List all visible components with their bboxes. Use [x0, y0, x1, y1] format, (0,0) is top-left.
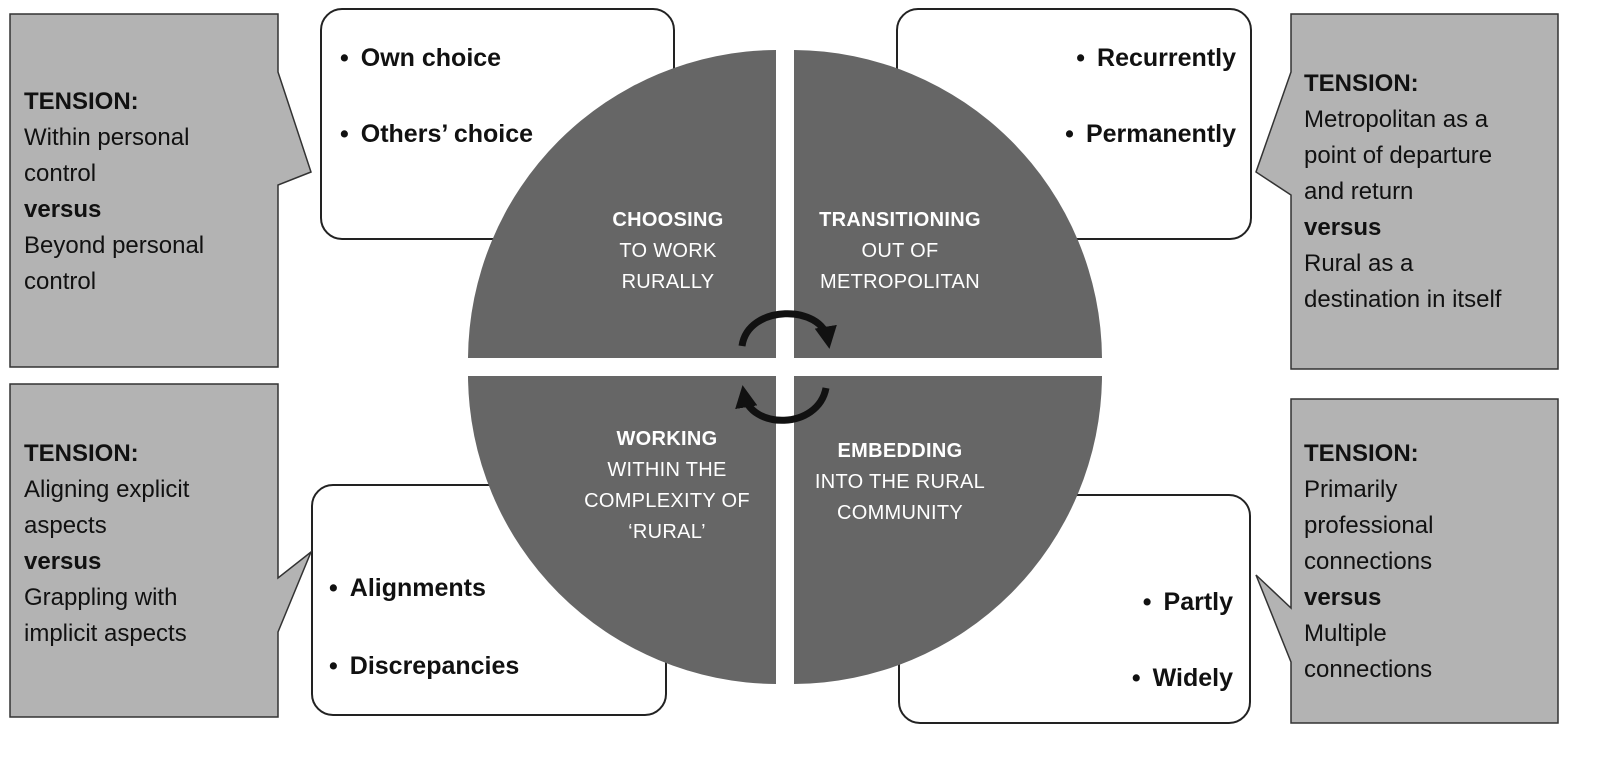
tension-heading: TENSION:: [1304, 440, 1419, 467]
tension-versus: versus: [24, 548, 102, 575]
tension-line: professional: [1304, 512, 1434, 539]
tension-heading: TENSION:: [1304, 70, 1419, 97]
quadrant-title-embedding: EMBEDDING: [837, 440, 963, 462]
quadrant-transitioning: [794, 50, 1102, 358]
quadrant-label-embedding: EMBEDDING INTO THE RURAL COMMUNITY: [800, 436, 1000, 529]
tension-line: connections: [1304, 548, 1433, 575]
tension-line: Beyond personal: [24, 232, 205, 259]
cycle-arrow-bottom-icon: [735, 385, 830, 424]
quadrant-line: COMMUNITY: [836, 502, 964, 524]
tension-line: Multiple: [1304, 620, 1387, 647]
quadrant-line: METROPOLITAN: [820, 271, 980, 293]
tension-line: Rural as a: [1304, 250, 1414, 277]
quadrant-line: WITHIN THE: [607, 459, 727, 481]
option-others-choice: Others’ choice: [340, 120, 533, 149]
quadrant-line: COMPLEXITY OF: [584, 490, 750, 512]
option-recurrently: Recurrently: [1076, 44, 1236, 73]
tension-versus: versus: [1304, 214, 1382, 241]
option-own-choice: Own choice: [340, 44, 501, 73]
tension-line: Metropolitan as a: [1304, 106, 1489, 133]
tension-line: Grappling with: [24, 584, 178, 611]
option-widely: Widely: [1132, 664, 1233, 693]
tension-line: Within personal: [24, 124, 190, 151]
tension-text-embedding: TENSION: Primarily professional connecti…: [1304, 436, 1556, 688]
quadrant-title-transitioning: TRANSITIONING: [819, 209, 981, 231]
quadrant-title-working: WORKING: [616, 428, 718, 450]
tension-line: aspects: [24, 512, 107, 539]
quadrant-choosing: [468, 50, 776, 358]
tension-text-choosing: TENSION: Within personal control versus …: [24, 84, 274, 300]
tension-versus: versus: [1304, 584, 1382, 611]
tension-line: Primarily: [1304, 476, 1398, 503]
tension-line: control: [24, 160, 97, 187]
quadrant-line: TO WORK: [619, 240, 717, 262]
tension-line: control: [24, 268, 97, 295]
tension-line: Aligning explicit: [24, 476, 190, 503]
quadrant-line: RURALLY: [621, 271, 715, 293]
quadrant-embedding: [794, 376, 1102, 684]
quadrant-label-working: WORKING WITHIN THE COMPLEXITY OF ‘RURAL’: [572, 424, 762, 548]
quadrant-line: OUT OF: [861, 240, 939, 262]
tension-line: and return: [1304, 178, 1414, 205]
option-alignments: Alignments: [329, 574, 486, 603]
tension-callout-working: [9, 383, 313, 718]
tension-heading: TENSION:: [24, 440, 139, 467]
tension-heading: TENSION:: [24, 88, 139, 115]
quadrant-label-choosing: CHOOSING TO WORK RURALLY: [578, 205, 758, 298]
quadrant-label-transitioning: TRANSITIONING OUT OF METROPOLITAN: [800, 205, 1000, 298]
tension-callout-embedding: [1255, 398, 1559, 724]
tension-versus: versus: [24, 196, 102, 223]
quadrant-title-choosing: CHOOSING: [612, 209, 724, 231]
quadrant-working: [468, 376, 776, 684]
tension-text-transitioning: TENSION: Metropolitan as a point of depa…: [1304, 66, 1556, 318]
quadrant-line: INTO THE RURAL: [814, 471, 986, 493]
option-partly: Partly: [1143, 588, 1233, 617]
tension-line: destination in itself: [1304, 286, 1502, 313]
tension-line: implicit aspects: [24, 620, 187, 647]
quadrant-line: ‘RURAL’: [628, 521, 706, 543]
tension-text-working: TENSION: Aligning explicit aspects versu…: [24, 436, 276, 652]
tension-callout-choosing: [9, 13, 312, 368]
option-discrepancies: Discrepancies: [329, 652, 520, 681]
tension-line: connections: [1304, 656, 1433, 683]
option-permanently: Permanently: [1065, 120, 1236, 149]
tension-line: point of departure: [1304, 142, 1493, 169]
cycle-arrow-top-icon: [738, 310, 837, 349]
tension-callout-transitioning: [1255, 13, 1559, 370]
